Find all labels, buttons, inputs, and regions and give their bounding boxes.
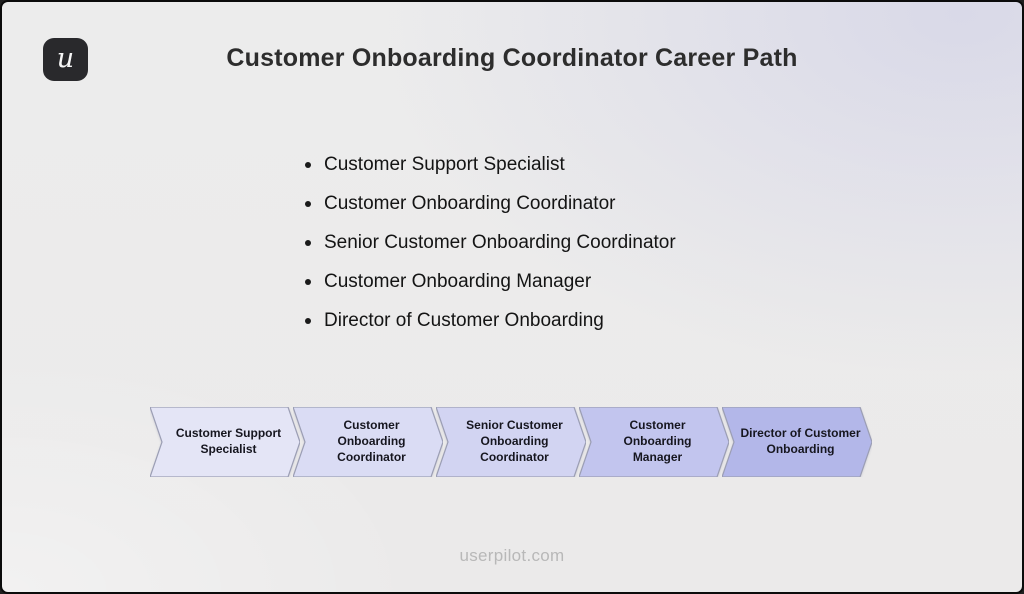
chevron-arrow-icon bbox=[150, 407, 300, 477]
list-item-label: Customer Onboarding Coordinator bbox=[324, 192, 616, 214]
page-title: Customer Onboarding Coordinator Career P… bbox=[226, 44, 798, 72]
list-item: Customer Support Specialist bbox=[305, 145, 676, 184]
footer-url: userpilot.com bbox=[459, 546, 565, 565]
chevron-arrow-icon bbox=[293, 407, 443, 477]
career-path-list: Customer Support Specialist Customer Onb… bbox=[305, 145, 676, 340]
bullet-icon bbox=[305, 200, 311, 207]
bullet-icon bbox=[305, 239, 311, 246]
chevron-arrow-icon bbox=[722, 407, 872, 477]
bullet-icon bbox=[305, 161, 311, 168]
flow-stage-1: Customer Support Specialist bbox=[150, 407, 300, 477]
flow-stage-label: Customer Onboarding Coordinator bbox=[337, 418, 406, 464]
list-item-label: Senior Customer Onboarding Coordinator bbox=[324, 231, 676, 253]
list-item: Senior Customer Onboarding Coordinator bbox=[305, 223, 676, 262]
flow-stage-label: Customer Support Specialist bbox=[175, 426, 282, 456]
list-item-label: Director of Customer Onboarding bbox=[324, 309, 604, 331]
flow-stage-4: Customer Onboarding Manager bbox=[579, 407, 729, 477]
bullet-icon bbox=[305, 317, 311, 324]
flow-stage-2: Customer Onboarding Coordinator bbox=[293, 407, 443, 477]
chevron-arrow-icon bbox=[436, 407, 586, 477]
career-path-flow: Customer Support Specialist Customer Onb… bbox=[150, 407, 872, 477]
list-item-label: Customer Support Specialist bbox=[324, 153, 565, 175]
flow-stage-3: Senior Customer Onboarding Coordinator bbox=[436, 407, 586, 477]
userpilot-logo: u bbox=[43, 38, 88, 81]
list-item-label: Customer Onboarding Manager bbox=[324, 270, 592, 292]
flow-stage-label: Customer Onboarding Manager bbox=[623, 418, 692, 464]
list-item: Customer Onboarding Coordinator bbox=[305, 184, 676, 223]
flow-stage-label: Director of Customer Onboarding bbox=[740, 426, 861, 456]
list-item: Customer Onboarding Manager bbox=[305, 262, 676, 301]
flow-stage-label: Senior Customer Onboarding Coordinator bbox=[466, 418, 563, 464]
flow-stage-5: Director of Customer Onboarding bbox=[722, 407, 872, 477]
list-item: Director of Customer Onboarding bbox=[305, 301, 676, 340]
userpilot-logo-letter-icon: u bbox=[56, 42, 75, 74]
chevron-arrow-icon bbox=[579, 407, 729, 477]
bullet-icon bbox=[305, 278, 311, 285]
